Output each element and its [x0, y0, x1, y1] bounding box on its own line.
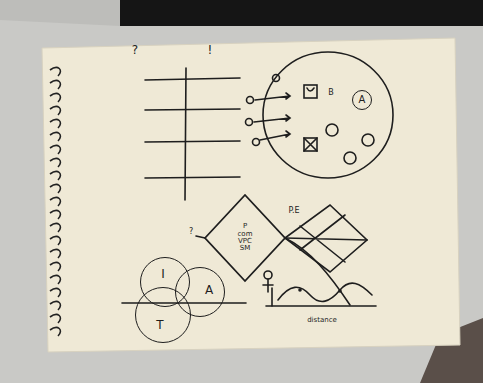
sketch-label: ?: [132, 44, 138, 57]
sketch-label: !: [208, 44, 213, 57]
node-text: A: [359, 95, 366, 106]
sketch-label: distance: [307, 317, 337, 324]
sketch-label: ?: [189, 228, 193, 236]
sketch-circle: T: [135, 287, 191, 343]
sketch-label: B: [328, 89, 334, 97]
node-text: P com VPC SM: [238, 223, 253, 252]
sketch-label: P.E: [288, 207, 299, 215]
sketch-diamond: P com VPC SM: [205, 195, 285, 281]
sketch-circle: I: [140, 257, 190, 307]
sketch-circle: A: [175, 267, 225, 317]
node-text: T: [156, 319, 163, 332]
node-text: I: [161, 268, 165, 281]
node-text: A: [205, 284, 213, 297]
sketch-circle: A: [352, 90, 372, 110]
